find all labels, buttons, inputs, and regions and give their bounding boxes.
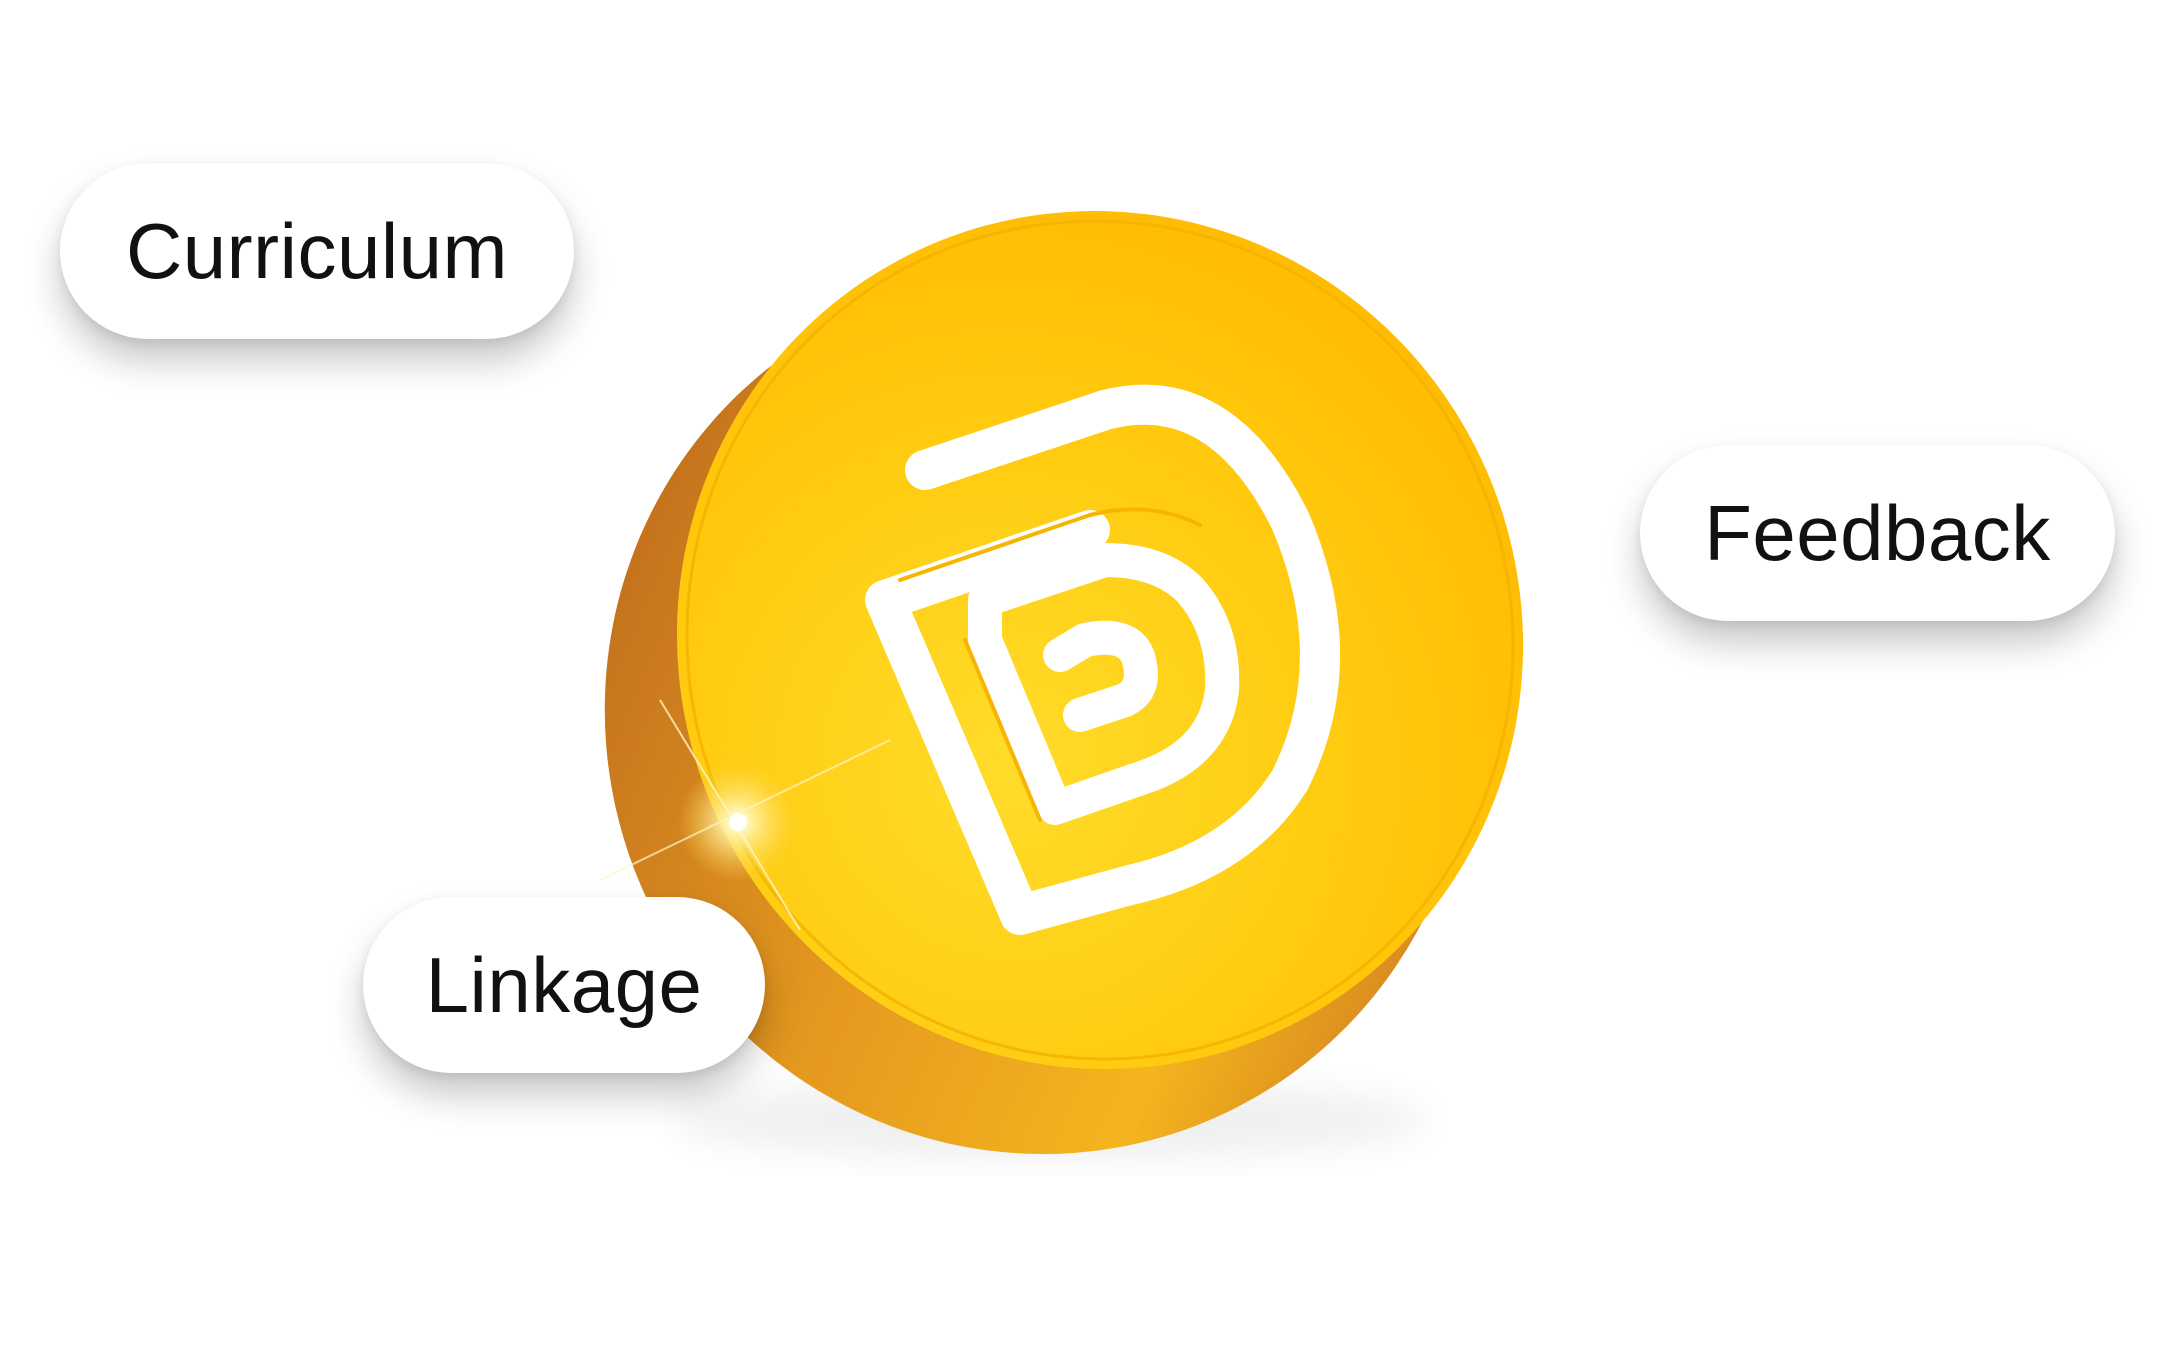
tag-feedback-label: Feedback (1704, 488, 2051, 577)
d-logo-icon (865, 384, 1340, 935)
tag-curriculum: Curriculum (60, 163, 574, 339)
sparkle-icon (599, 699, 891, 931)
tag-curriculum-label: Curriculum (125, 206, 509, 295)
tag-linkage: Linkage (363, 897, 765, 1073)
tag-feedback: Feedback (1640, 445, 2115, 621)
tag-linkage-label: Linkage (425, 940, 703, 1029)
